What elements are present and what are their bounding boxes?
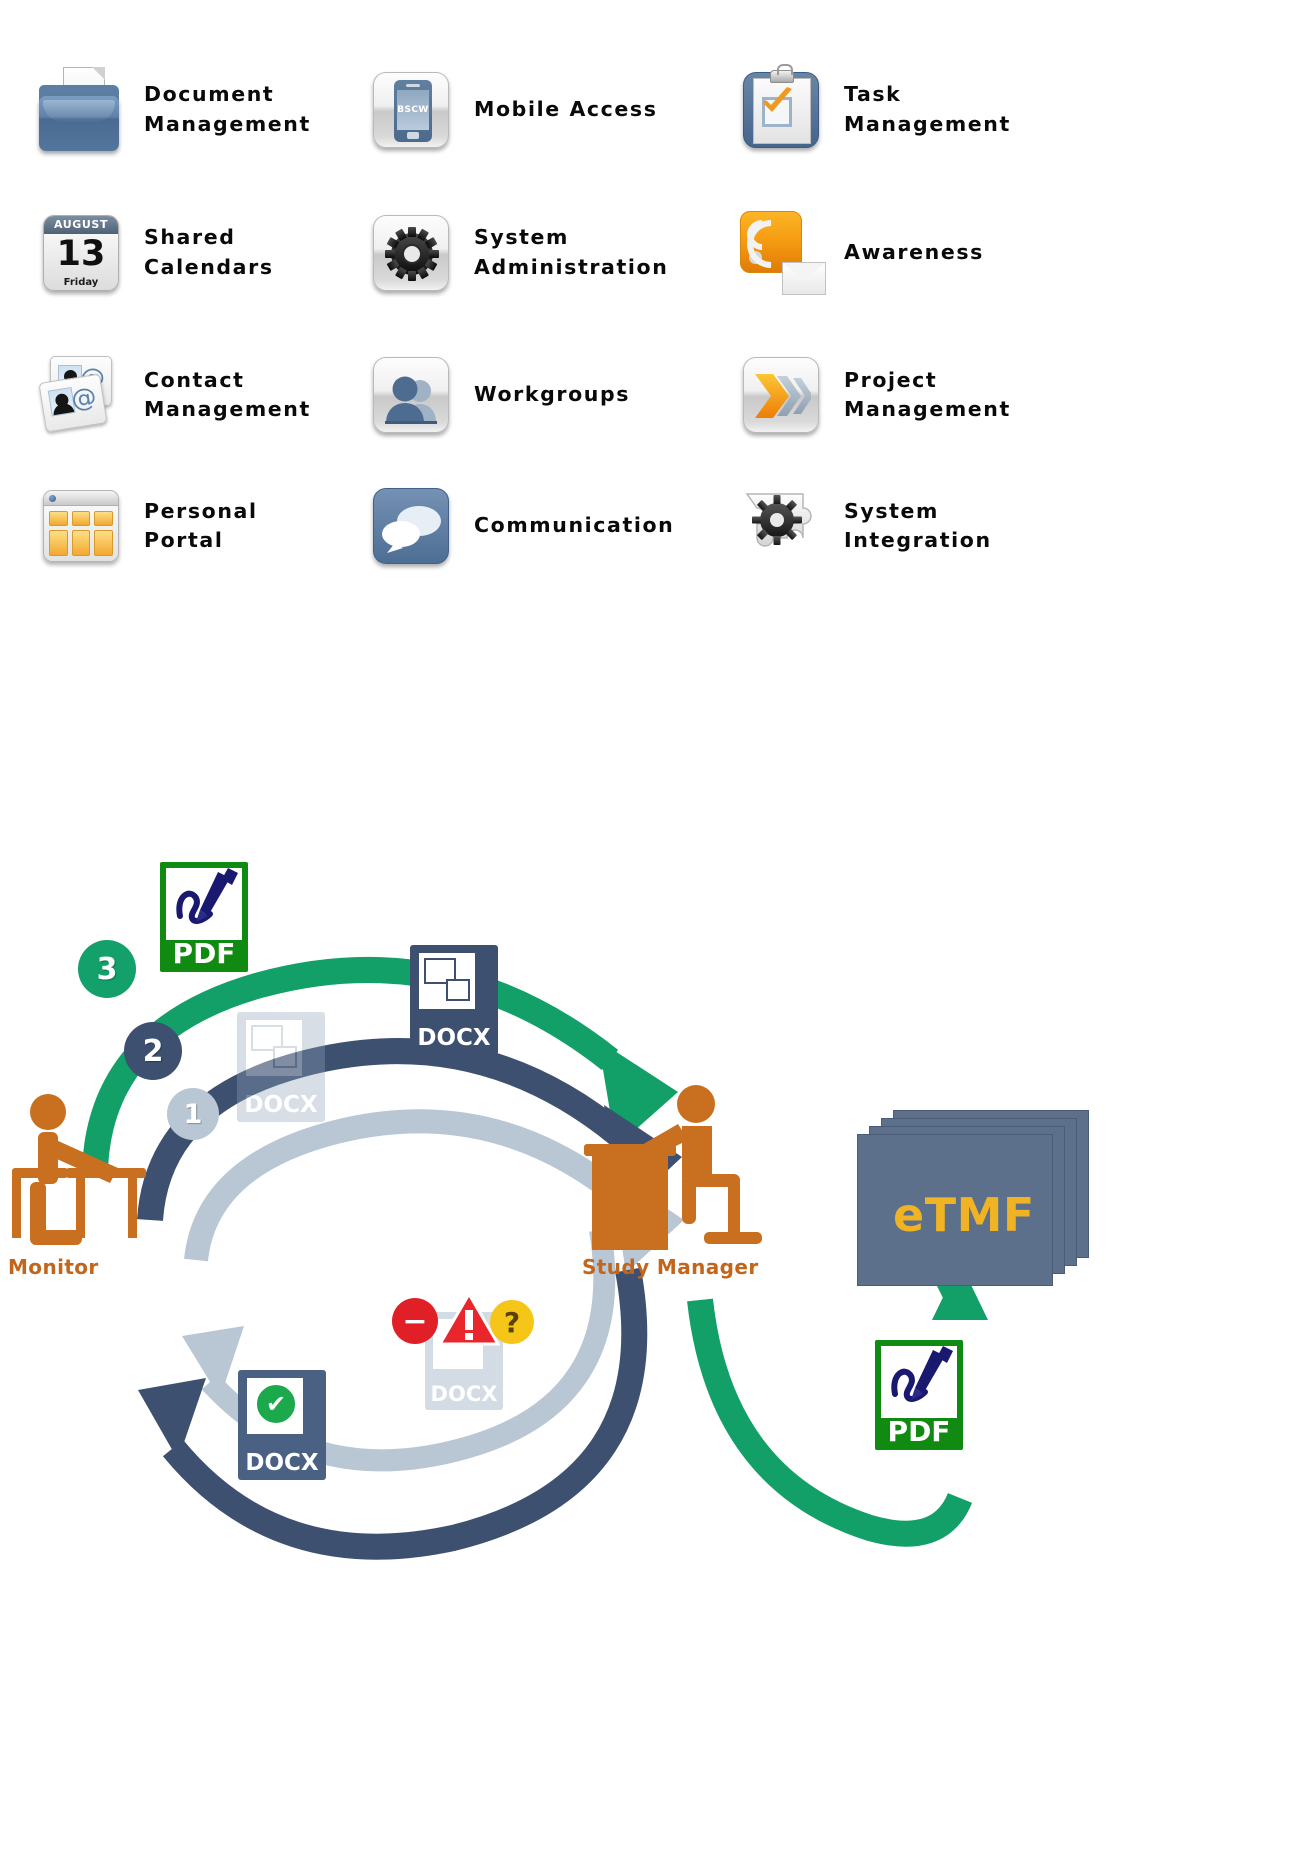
step-badge-3: 3 xyxy=(78,940,136,998)
feature-label: System Integration xyxy=(844,498,992,552)
gear-icon xyxy=(364,205,458,301)
workflow-arrows xyxy=(82,956,988,1560)
etmf-label: eTMF xyxy=(893,1188,1035,1242)
feature-personal-portal[interactable]: Personal Portal xyxy=(34,466,364,586)
feature-label: Communication xyxy=(474,513,675,538)
study-manager-person-icon xyxy=(584,1085,762,1250)
study-manager-role-label: Study Manager xyxy=(582,1255,759,1279)
feature-shared-calendars[interactable]: AUGUST 13 Friday Shared Calendars xyxy=(34,181,364,324)
feature-icon-grid: Document Management BSCW Mobile Access xyxy=(34,38,1114,586)
phone-screen-text: BSCW xyxy=(397,104,429,115)
folder-document-icon xyxy=(34,62,128,158)
dashboard-window-icon xyxy=(34,478,128,574)
feature-label: Project Management xyxy=(844,367,1011,421)
monitor-role-label: Monitor xyxy=(8,1255,99,1279)
feature-contact-management[interactable]: @ @ Contact Management xyxy=(34,324,364,466)
feature-project-management[interactable]: Project Management xyxy=(734,324,1114,466)
rss-envelope-icon xyxy=(734,205,828,301)
puzzle-gear-icon xyxy=(734,478,828,574)
feature-system-integration[interactable]: System Integration xyxy=(734,466,1114,586)
minus-error-badge: − xyxy=(392,1298,438,1344)
approved-check-badge: ✔ xyxy=(254,1382,298,1426)
pdf-archive-icon: PDF xyxy=(875,1340,963,1450)
feature-label: Workgroups xyxy=(474,382,631,407)
at-symbol: @ xyxy=(69,381,99,415)
feature-communication[interactable]: Communication xyxy=(364,466,734,586)
speech-bubbles-icon xyxy=(364,478,458,574)
docx-type-label: DOCX xyxy=(417,1025,491,1051)
docx-submitted-icon: DOCX xyxy=(410,945,498,1055)
clipboard-checkmark-icon xyxy=(734,62,828,158)
chevrons-forward-icon xyxy=(734,347,828,443)
feature-label: Task Management xyxy=(844,82,1011,136)
document-review-workflow-diagram: Monitor Study Manager 1 2 3 PD xyxy=(0,800,1298,1850)
feature-awareness[interactable]: Awareness xyxy=(734,181,1114,324)
feature-label: Contact Management xyxy=(144,367,311,421)
feature-workgroups[interactable]: Workgroups xyxy=(364,324,734,466)
feature-task-management[interactable]: Task Management xyxy=(734,38,1114,181)
calendar-icon: AUGUST 13 Friday xyxy=(34,205,128,301)
docx-draft-icon: DOCX xyxy=(237,1012,325,1122)
users-group-icon xyxy=(364,347,458,443)
etmf-archive-stack[interactable]: eTMF xyxy=(855,1110,1095,1290)
warning-badge xyxy=(438,1292,500,1346)
pdf-type-label: PDF xyxy=(172,937,236,970)
contact-cards-icon: @ @ xyxy=(34,347,128,443)
feature-document-management[interactable]: Document Management xyxy=(34,38,364,181)
feature-mobile-access[interactable]: BSCW Mobile Access xyxy=(364,38,734,181)
step-badge-2: 2 xyxy=(124,1022,182,1080)
docx-type-label: DOCX xyxy=(430,1382,498,1406)
docx-type-label: DOCX xyxy=(245,1450,319,1476)
pdf-signed-icon: PDF xyxy=(160,862,248,972)
pdf-type-label: PDF xyxy=(887,1415,951,1448)
feature-system-administration[interactable]: System Administration xyxy=(364,181,734,324)
feature-label: Document Management xyxy=(144,82,311,136)
calendar-day: 13 xyxy=(56,233,106,274)
monitor-person-icon xyxy=(12,1094,146,1245)
feature-label: System Administration xyxy=(474,225,669,279)
calendar-weekday: Friday xyxy=(63,276,99,288)
calendar-month: AUGUST xyxy=(44,215,118,234)
mobile-phone-icon: BSCW xyxy=(364,62,458,158)
feature-label: Shared Calendars xyxy=(144,225,274,279)
question-badge: ? xyxy=(490,1300,534,1344)
feature-label: Awareness xyxy=(844,239,984,264)
feature-label: Mobile Access xyxy=(474,96,658,121)
docx-type-label: DOCX xyxy=(244,1092,318,1118)
step-badge-1: 1 xyxy=(167,1088,219,1140)
feature-label: Personal Portal xyxy=(144,498,258,552)
